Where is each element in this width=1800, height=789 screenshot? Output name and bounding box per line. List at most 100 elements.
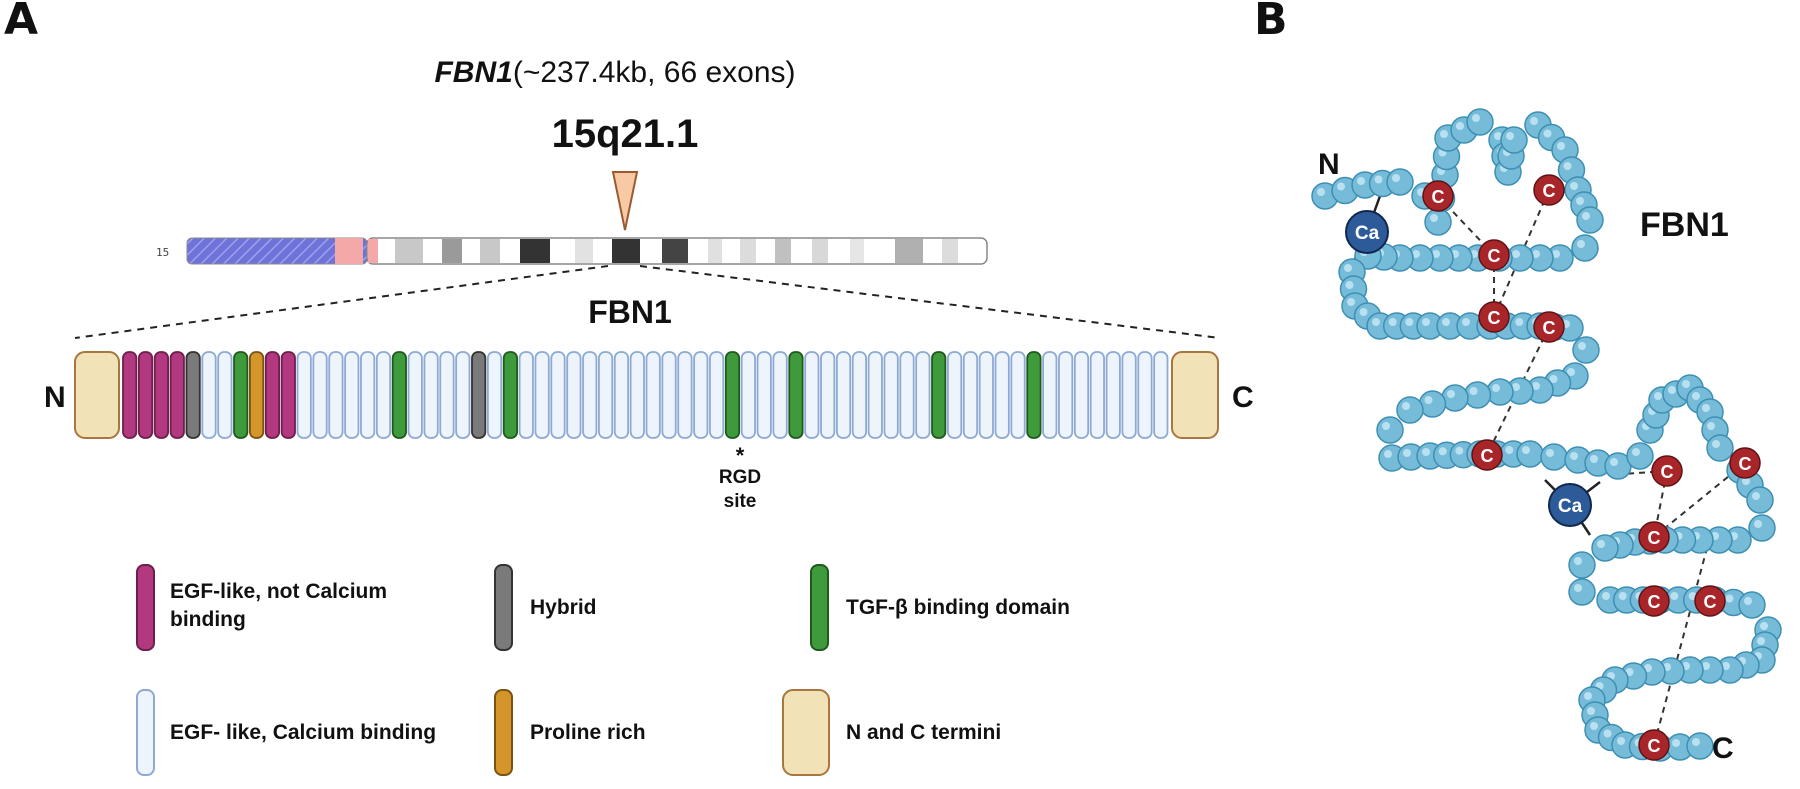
amino-acid-residue <box>1386 168 1414 196</box>
residue-highlight <box>1644 664 1652 672</box>
band <box>520 239 550 263</box>
legend-label-tgf: TGF-β binding domain <box>846 596 1070 619</box>
residue-highlight <box>1557 142 1565 150</box>
chromosome-ideogram <box>186 237 988 265</box>
domain-egf-calcium <box>709 351 725 439</box>
cysteine-label: C <box>1661 462 1674 482</box>
legend-swatch-cbegf <box>136 689 155 776</box>
band <box>942 239 958 263</box>
domain-egf-calcium <box>693 351 709 439</box>
amino-acid-residue <box>1441 384 1469 412</box>
residue-highlight <box>1432 250 1440 258</box>
domain-egf-calcium <box>201 351 217 439</box>
amino-acid-residue <box>1418 390 1447 418</box>
protein-label: FBN1 <box>588 294 672 330</box>
residue-highlight <box>1317 188 1325 196</box>
cysteine-residue <box>1422 180 1454 212</box>
cysteine-residue <box>1638 729 1670 761</box>
cysteine-label: C <box>1648 592 1661 612</box>
residue-highlight <box>1442 318 1450 326</box>
zoom-line-right <box>639 265 1221 339</box>
cysteine-residue <box>1694 585 1726 617</box>
band <box>708 239 722 263</box>
domain-egf-calcium <box>598 351 614 439</box>
cysteine-residue <box>1638 585 1670 617</box>
domain-tgf-beta <box>391 351 407 439</box>
domain-egf-calcium <box>328 351 344 439</box>
domain-tgf-beta <box>502 351 518 439</box>
domain-egf-calcium <box>820 351 836 439</box>
cysteine-residue <box>1478 301 1510 333</box>
residue-highlight <box>1422 448 1430 456</box>
gene-name: FBN1 <box>434 56 513 89</box>
domain-egf-calcium <box>1073 351 1090 439</box>
residue-highlight <box>1359 308 1368 316</box>
amino-acid-residue <box>1516 440 1544 468</box>
amino-acid-residue <box>1591 534 1619 562</box>
residue-highlight <box>1506 132 1514 140</box>
cysteine-label: C <box>1543 181 1556 201</box>
locus-label: 15q21.1 <box>551 112 699 156</box>
residue-highlight <box>1424 396 1433 404</box>
residue-highlight <box>1345 281 1354 289</box>
panel-b-n-terminus: N <box>1318 148 1340 181</box>
domain-egf-calcium <box>1121 351 1137 439</box>
domain-egf-calcium <box>217 351 233 439</box>
amino-acid-residue <box>1626 442 1654 470</box>
residue-highlight <box>1654 392 1662 400</box>
legend-swatch-tgf <box>810 564 829 651</box>
legend-swatch-termini <box>782 689 830 776</box>
domain-egf-calcium <box>772 351 788 439</box>
residue-highlight <box>1752 492 1760 500</box>
residue-highlight <box>1577 240 1585 248</box>
residue-highlight <box>1754 520 1762 528</box>
domain-egf-calcium <box>661 351 677 439</box>
calcium-ion <box>1548 483 1592 527</box>
amino-acid-residue <box>1706 434 1734 462</box>
domain-egf-calcium <box>550 351 566 439</box>
residue-highlight <box>1552 250 1560 258</box>
domain-bar <box>122 351 1169 439</box>
residue-highlight <box>1447 390 1455 398</box>
legend-swatch-ncegf <box>136 564 155 651</box>
zoom-line-left <box>74 265 609 339</box>
domain-tgf-beta <box>233 351 249 439</box>
band <box>775 239 791 263</box>
domain-egf-calcium <box>947 351 963 439</box>
domain-egf-calcium <box>899 351 915 439</box>
residue-highlight <box>1567 368 1575 376</box>
residue-highlight <box>1456 122 1464 130</box>
cysteine-label: C <box>1488 246 1501 266</box>
domain-egf-noncalcium <box>169 351 185 439</box>
residue-highlight <box>1570 452 1578 460</box>
domain-egf-calcium <box>1058 351 1074 439</box>
amino-acid-residue <box>1466 108 1494 136</box>
band <box>575 239 593 263</box>
n-terminus-label: N <box>44 381 66 414</box>
domain-tgf-beta <box>724 351 741 439</box>
legend-label-cbegf: EGF- like, Calcium binding <box>170 721 437 744</box>
residue-highlight <box>1494 132 1502 140</box>
cysteine-label: C <box>1704 592 1717 612</box>
locus-marker-icon <box>611 171 639 231</box>
domain-egf-calcium <box>566 351 582 439</box>
domain-egf-noncalcium <box>137 351 154 439</box>
residue-highlight <box>1532 382 1540 390</box>
residue-highlight <box>1384 450 1392 458</box>
domain-egf-calcium <box>296 351 312 439</box>
centromere-right <box>368 239 378 263</box>
residue-highlight <box>1374 175 1383 184</box>
domain-egf-calcium <box>613 351 630 439</box>
residue-highlight <box>1492 384 1500 392</box>
legend-label-termini: N and C termini <box>846 721 1002 744</box>
residue-highlight <box>1672 739 1680 747</box>
residue-highlight <box>1692 392 1700 400</box>
domain-egf-calcium <box>994 351 1010 439</box>
residue-highlight <box>1702 662 1710 670</box>
residue-highlight <box>1440 130 1448 138</box>
domain-egf-calcium <box>1010 351 1026 439</box>
band <box>480 239 500 263</box>
cysteine-residue <box>1471 439 1503 471</box>
residue-highlight <box>1632 448 1640 456</box>
